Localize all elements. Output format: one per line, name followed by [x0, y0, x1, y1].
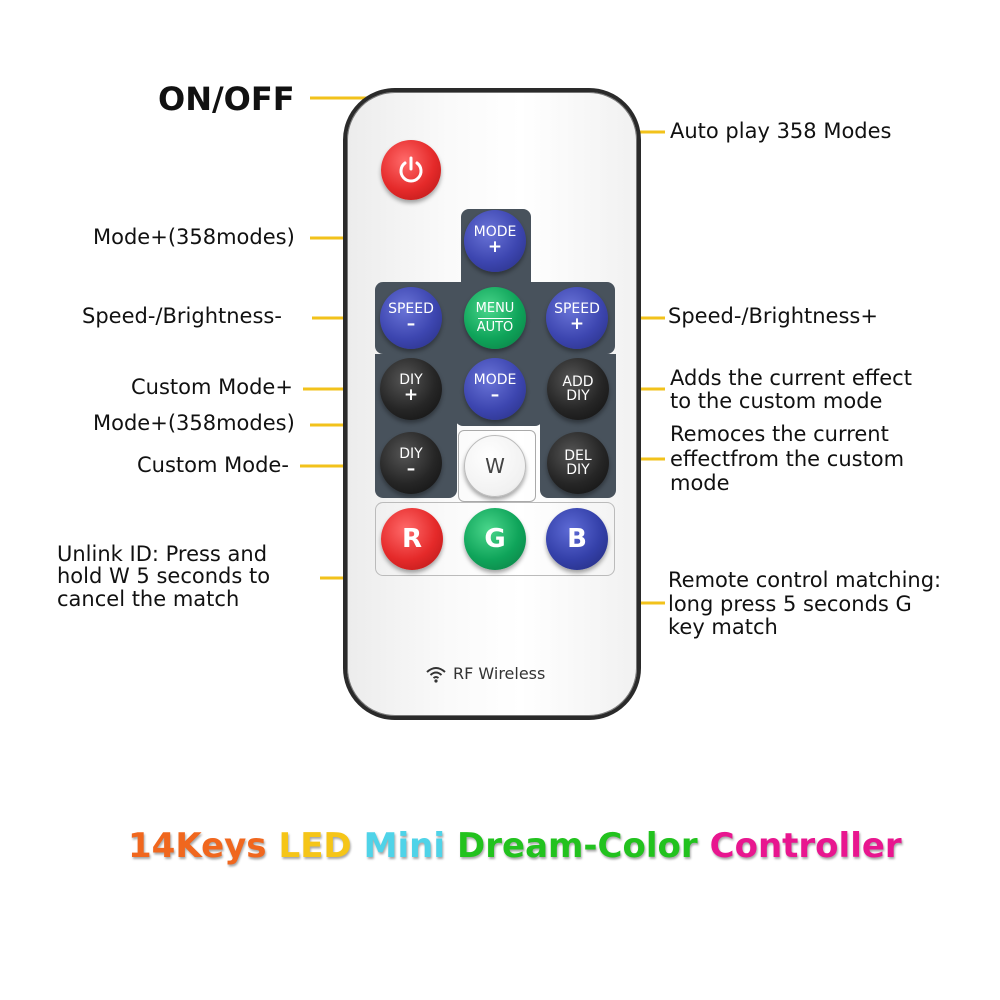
power-icon	[399, 156, 423, 183]
menu-auto-button[interactable]: MENU AUTO	[464, 287, 526, 349]
menu-auto-divider	[478, 317, 512, 319]
mode-plus-label: Mode+(358modes)	[93, 225, 295, 249]
mode-minus-button[interactable]: MODE –	[464, 358, 526, 420]
diy-minus-line1: DIY	[399, 446, 423, 463]
mode-plus-line1: MODE	[473, 224, 517, 241]
diy-plus-button[interactable]: DIY +	[380, 358, 442, 420]
diy-minus-button[interactable]: DIY –	[380, 432, 442, 494]
adds-effect-label: Adds the current effect to the custom mo…	[670, 366, 912, 413]
speed-brightness-minus-label: Speed-/Brightness-	[82, 304, 282, 328]
banner-word-3: Mini	[363, 826, 446, 866]
rgb-button-frame	[375, 502, 615, 576]
menu-auto-line1: MENU	[475, 301, 515, 317]
speed-plus-line1: SPEED	[554, 301, 600, 318]
removes-effect-label: Remoces the current effectfrom the custo…	[670, 422, 905, 496]
speed-minus-line1: SPEED	[388, 301, 434, 318]
add-diy-line2: DIY	[566, 388, 590, 404]
b-button[interactable]: B	[546, 508, 608, 570]
rf-wireless-mark: RF Wireless	[425, 664, 575, 683]
unlink-id-label: Unlink ID: Press and hold W 5 seconds to…	[57, 542, 271, 611]
menu-auto-line2: AUTO	[476, 319, 514, 335]
diy-plus-line1: DIY	[399, 372, 423, 389]
mode-plus-line2: +	[487, 237, 503, 258]
g-button[interactable]: G	[464, 508, 526, 570]
w-button[interactable]: W	[464, 435, 526, 497]
mode-minus-line2: –	[490, 385, 500, 406]
g-button-label: G	[484, 523, 506, 554]
mode-minus-line1: MODE	[473, 372, 517, 389]
del-diy-button[interactable]: DEL DIY	[547, 432, 609, 494]
auto-play-label: Auto play 358 Modes	[670, 119, 892, 143]
speed-plus-line2: +	[569, 314, 585, 335]
power-button[interactable]	[381, 140, 441, 200]
remote-matching-label: Remote control matching: long press 5 se…	[668, 568, 942, 640]
banner-word-1: 14Keys	[128, 826, 267, 866]
del-diy-line1: DEL	[564, 447, 592, 464]
mode-minus-annotation-label: Mode+(358modes)	[93, 411, 295, 435]
del-diy-line2: DIY	[566, 462, 590, 478]
w-button-label: W	[485, 453, 505, 478]
product-title-banner: 14Keys LED Mini Dream-Color Controller	[128, 826, 928, 866]
speed-plus-button[interactable]: SPEED +	[546, 287, 608, 349]
r-button[interactable]: R	[381, 508, 443, 570]
banner-word-4: Dream-Color	[457, 826, 698, 866]
banner-word-5: Controller	[709, 826, 902, 866]
diy-minus-line2: –	[406, 459, 416, 480]
w-button-frame	[458, 430, 536, 502]
on-off-label: ON/OFF	[158, 80, 295, 118]
add-diy-line1: ADD	[562, 373, 594, 390]
wireless-signal-icon	[426, 666, 446, 683]
add-diy-button[interactable]: ADD DIY	[547, 358, 609, 420]
speed-brightness-plus-label: Speed-/Brightness+	[668, 304, 878, 328]
banner-word-2: LED	[278, 826, 352, 866]
r-button-label: R	[401, 523, 423, 554]
mode-plus-button[interactable]: MODE +	[464, 210, 526, 272]
custom-mode-minus-label: Custom Mode-	[137, 453, 289, 477]
rf-wireless-label: RF Wireless	[453, 664, 546, 683]
speed-minus-line2: –	[406, 314, 416, 335]
b-button-label: B	[567, 523, 587, 554]
speed-minus-button[interactable]: SPEED –	[380, 287, 442, 349]
diy-plus-line2: +	[403, 385, 419, 406]
custom-mode-plus-label: Custom Mode+	[131, 375, 293, 399]
